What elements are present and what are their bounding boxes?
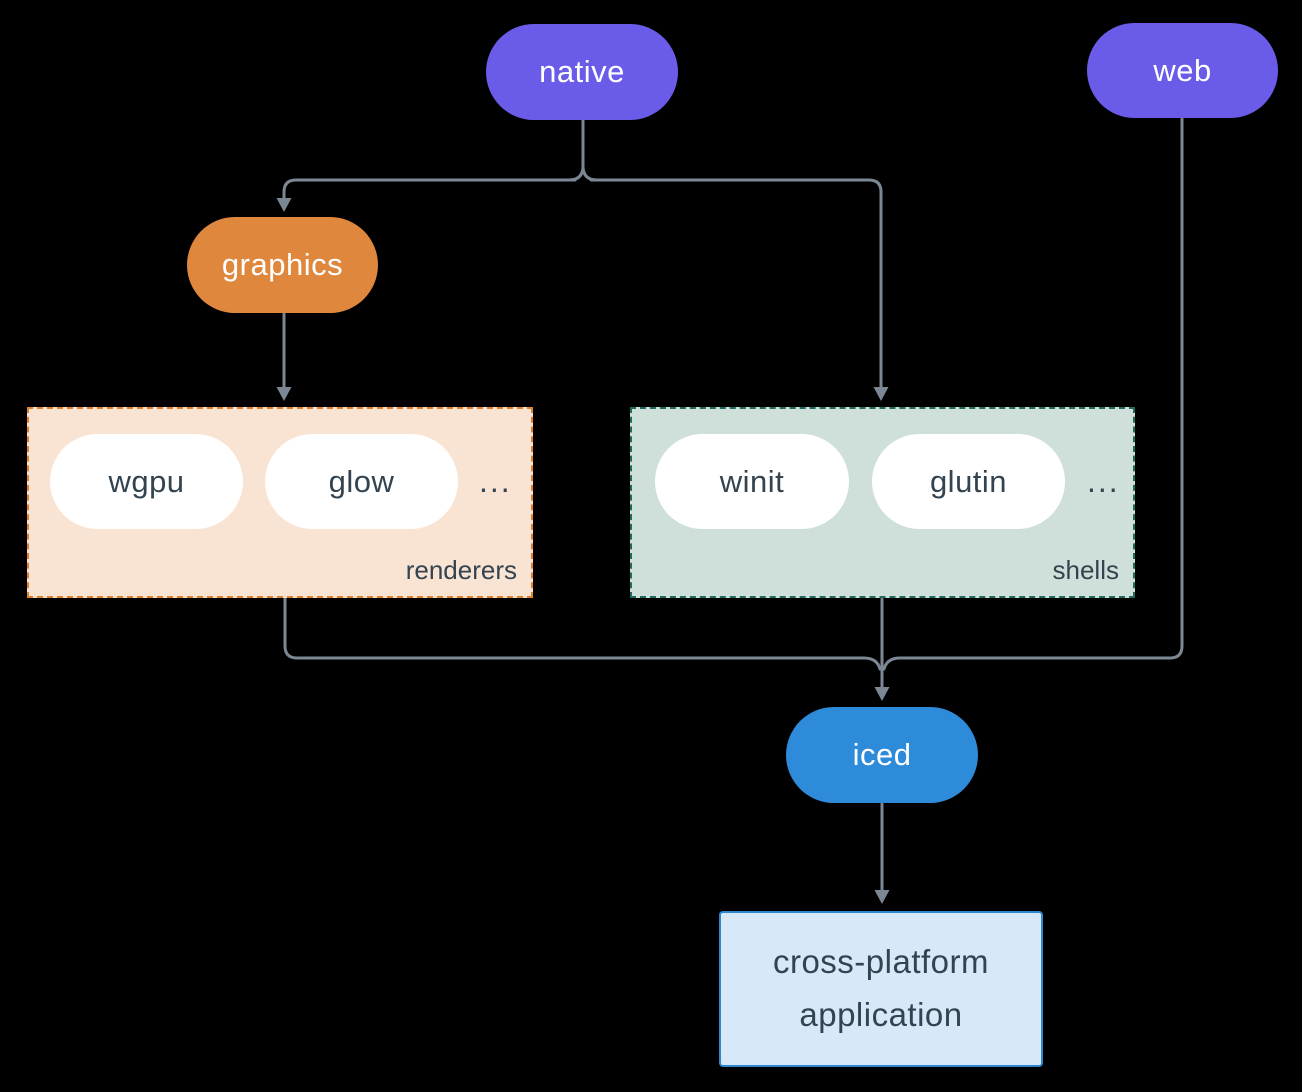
edge-native-stem-right [581, 117, 599, 182]
chip-glutin-label: glutin [929, 463, 1008, 499]
app-label-line1: cross-platform [772, 943, 990, 981]
arrowhead-renderers [276, 387, 292, 401]
chip-winit-label: winit [719, 463, 785, 499]
arrowhead-app [874, 890, 890, 904]
arrowhead-iced [874, 687, 890, 701]
renderers-group-label: renderers [405, 555, 517, 585]
chip-glow: glow [265, 434, 458, 529]
node-iced: iced [786, 707, 978, 803]
renderers-ellipsis: ... [479, 463, 512, 499]
edge-native-stem-left [567, 117, 585, 182]
group-shells: winit glutin ... shells [630, 407, 1135, 598]
node-graphics: graphics [187, 217, 378, 313]
chip-winit: winit [655, 434, 849, 529]
chip-glow-label: glow [328, 463, 395, 499]
chip-wgpu: wgpu [50, 434, 243, 529]
node-native: native [486, 24, 678, 120]
arrowhead-graphics [276, 198, 292, 212]
edge-native-to-shells [589, 178, 883, 389]
app-label-line2: application [799, 996, 963, 1033]
shells-ellipsis: ... [1087, 463, 1120, 499]
edge-renderers-to-merge [283, 597, 882, 671]
chip-wgpu-label: wgpu [108, 463, 185, 499]
chip-glutin: glutin [872, 434, 1065, 529]
arrowhead-shells [873, 387, 889, 401]
node-graphics-label: graphics [221, 247, 344, 282]
node-native-label: native [539, 54, 625, 89]
node-web: web [1087, 23, 1278, 118]
node-web-label: web [1153, 52, 1212, 88]
shells-group-label: shells [1052, 555, 1119, 585]
app-box: cross-platform application [719, 911, 1043, 1067]
edge-native-to-graphics [282, 178, 577, 200]
node-iced-label: iced [852, 737, 912, 772]
edge-web-to-merge [882, 117, 1184, 671]
group-renderers: wgpu glow ... renderers [27, 407, 533, 598]
